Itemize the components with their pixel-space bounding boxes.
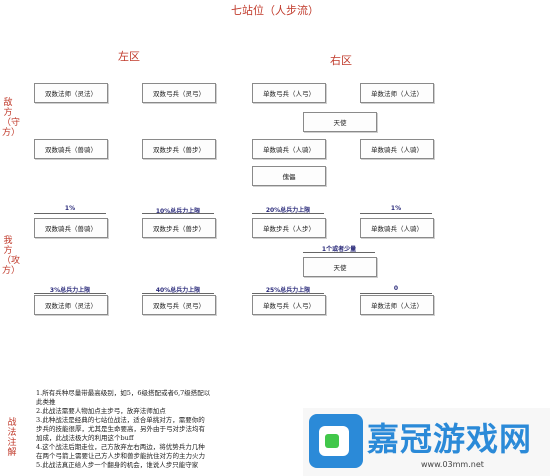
note-line: 步兵的技能很厚，尤其是生命要高，另外由于弓对步法均有 — [36, 425, 205, 433]
defense-unit-box: 单数弓兵（人弓） — [252, 83, 326, 103]
zone-right-label: 右区 — [330, 54, 352, 67]
defense-unit-box: 双数步兵（兽步） — [142, 139, 216, 159]
defense-unit-box: 单数骑兵（人骑） — [360, 139, 434, 159]
attack-unit-box: 双数步兵（兽步） — [142, 218, 216, 238]
attack-unit-box: 单数弓兵（人弓） — [252, 295, 326, 315]
attack-unit-box: 单数骑兵（人骑） — [360, 218, 434, 238]
attack-angel-note: 1个或者少量 — [321, 246, 357, 253]
defense-unit-box: 单数骑兵（人骑） — [252, 139, 326, 159]
brand-url: www.03mm.net — [421, 460, 484, 469]
diagram-title: 七站位（人步流） — [231, 4, 319, 17]
attack-unit-box: 双数弓兵（灵弓） — [142, 295, 216, 315]
note-line: 2.此战法需要人物加点主步弓，放弃法师加点 — [36, 407, 166, 415]
note-underline — [360, 293, 432, 294]
note-line: 加成，此战法极大的利用这个buff — [36, 434, 134, 442]
note-line: 此类推 — [36, 398, 56, 406]
attack-ratio-note: 20%总兵力上限 — [265, 207, 311, 214]
defense-unit-box: 双数法师（灵法） — [34, 83, 108, 103]
note-line: 1.所有兵种尽量带最高级别，如5，6级搭配或者6,7级搭配以 — [36, 389, 211, 397]
defense-unit-box: 双数弓兵（灵弓） — [142, 83, 216, 103]
attack-ratio-note: 25%总兵力上限 — [265, 287, 311, 294]
defense-unit-box: 单数法师（人法） — [360, 83, 434, 103]
note-underline — [252, 293, 324, 294]
zone-left-label: 左区 — [118, 50, 140, 63]
side-label-notes: 战法注解 — [7, 418, 17, 458]
note-underline — [142, 213, 214, 214]
attack-unit-box: 单数步兵（人步） — [252, 218, 326, 238]
attack-ratio-note: 1% — [390, 205, 402, 212]
attack-unit-box: 双数骑兵（兽骑） — [34, 218, 108, 238]
brand-logo-icon — [309, 414, 363, 468]
attack-unit-box: 双数法师（灵法） — [34, 295, 108, 315]
side-label-defense: 敌方（守方） — [2, 98, 21, 138]
note-line: 5.此战法真正给人步一个翻身的机会，谁说人步只能守家 — [36, 461, 199, 469]
note-underline — [303, 252, 375, 253]
note-line: 在两个弓箭上需要让己方人步和兽步能抗住对方的主力火力 — [36, 452, 205, 460]
defense-angel-box: 天使 — [303, 112, 377, 132]
note-underline — [142, 293, 214, 294]
attack-ratio-note: 1% — [64, 205, 76, 212]
defense-puppet-box: 傀儡 — [252, 166, 326, 186]
side-label-attack: 我方（攻方） — [2, 236, 21, 276]
watermark-logo: 嘉冠游戏网 www.03mm.net — [303, 408, 550, 476]
note-underline — [252, 213, 324, 214]
tactic-notes: 1.所有兵种尽量带最高级别，如5，6级搭配或者6,7级搭配以 此类推 2.此战法… — [36, 389, 292, 470]
note-underline — [34, 213, 106, 214]
attack-ratio-note: 3%总兵力上限 — [49, 287, 91, 294]
attack-ratio-note: 40%总兵力上限 — [155, 287, 201, 294]
attack-ratio-note: 0 — [393, 285, 399, 292]
note-line: 3.此种战法是经典的七站位战法，适合单挑对方，需要你的 — [36, 416, 205, 424]
attack-ratio-note: 10%总兵力上限 — [155, 208, 201, 215]
defense-unit-box: 双数骑兵（兽骑） — [34, 139, 108, 159]
brand-name: 嘉冠游戏网 — [367, 420, 533, 458]
note-underline — [34, 293, 106, 294]
note-line: 4.这个战法后期走位，己方放弃左右两边，将优势兵力几种 — [36, 443, 205, 451]
attack-angel-box: 天使 — [303, 257, 377, 277]
logo-green-dot — [325, 434, 339, 448]
note-underline — [360, 213, 432, 214]
attack-unit-box: 单数法师（人法） — [360, 295, 434, 315]
